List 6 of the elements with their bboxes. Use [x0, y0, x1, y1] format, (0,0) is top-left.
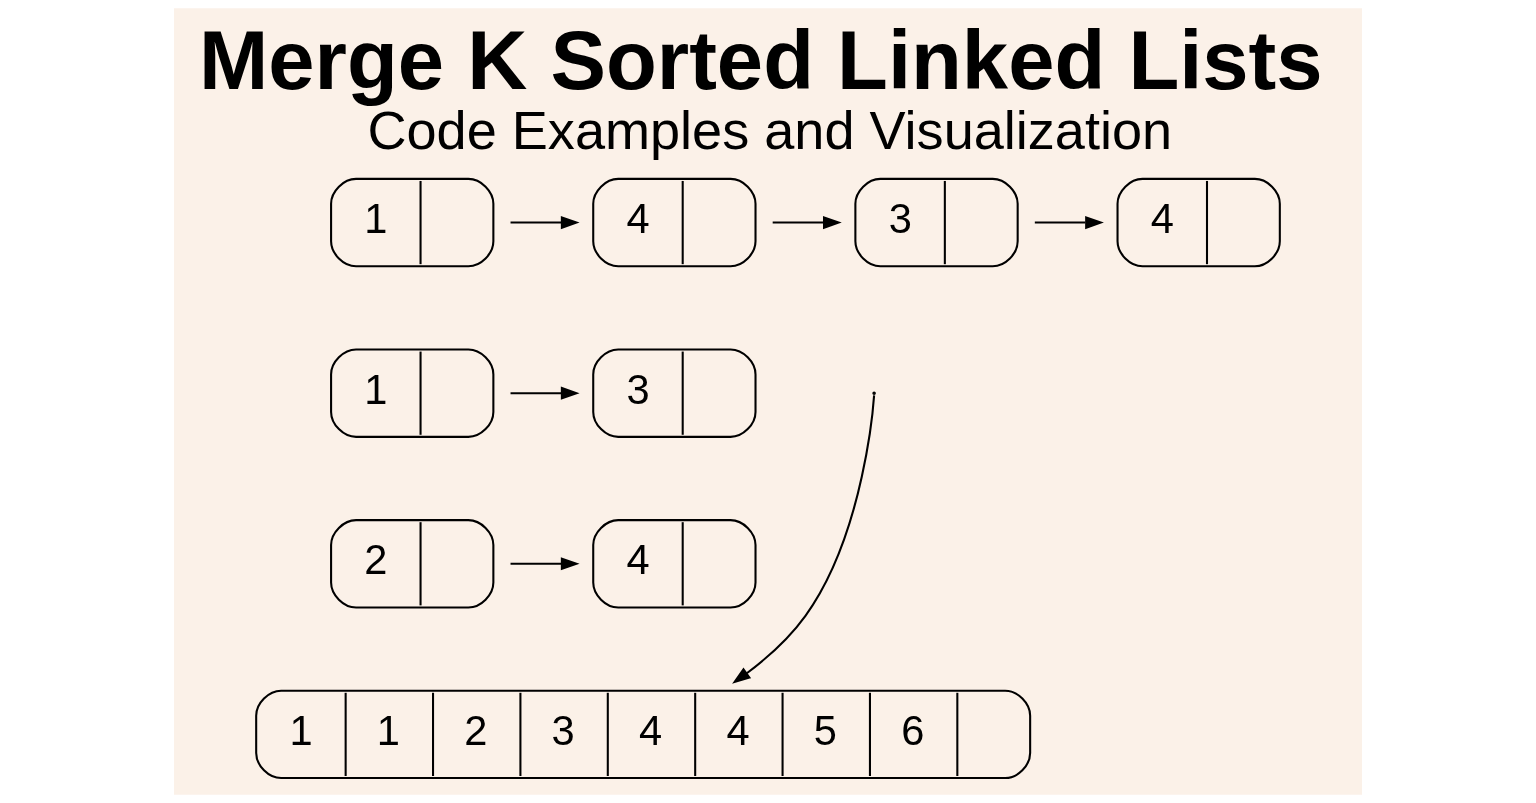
arrow	[510, 557, 580, 571]
arrow	[732, 395, 876, 684]
arrow	[1034, 216, 1104, 230]
arrow	[510, 216, 580, 230]
arrow	[772, 216, 842, 230]
arrow	[510, 386, 580, 400]
